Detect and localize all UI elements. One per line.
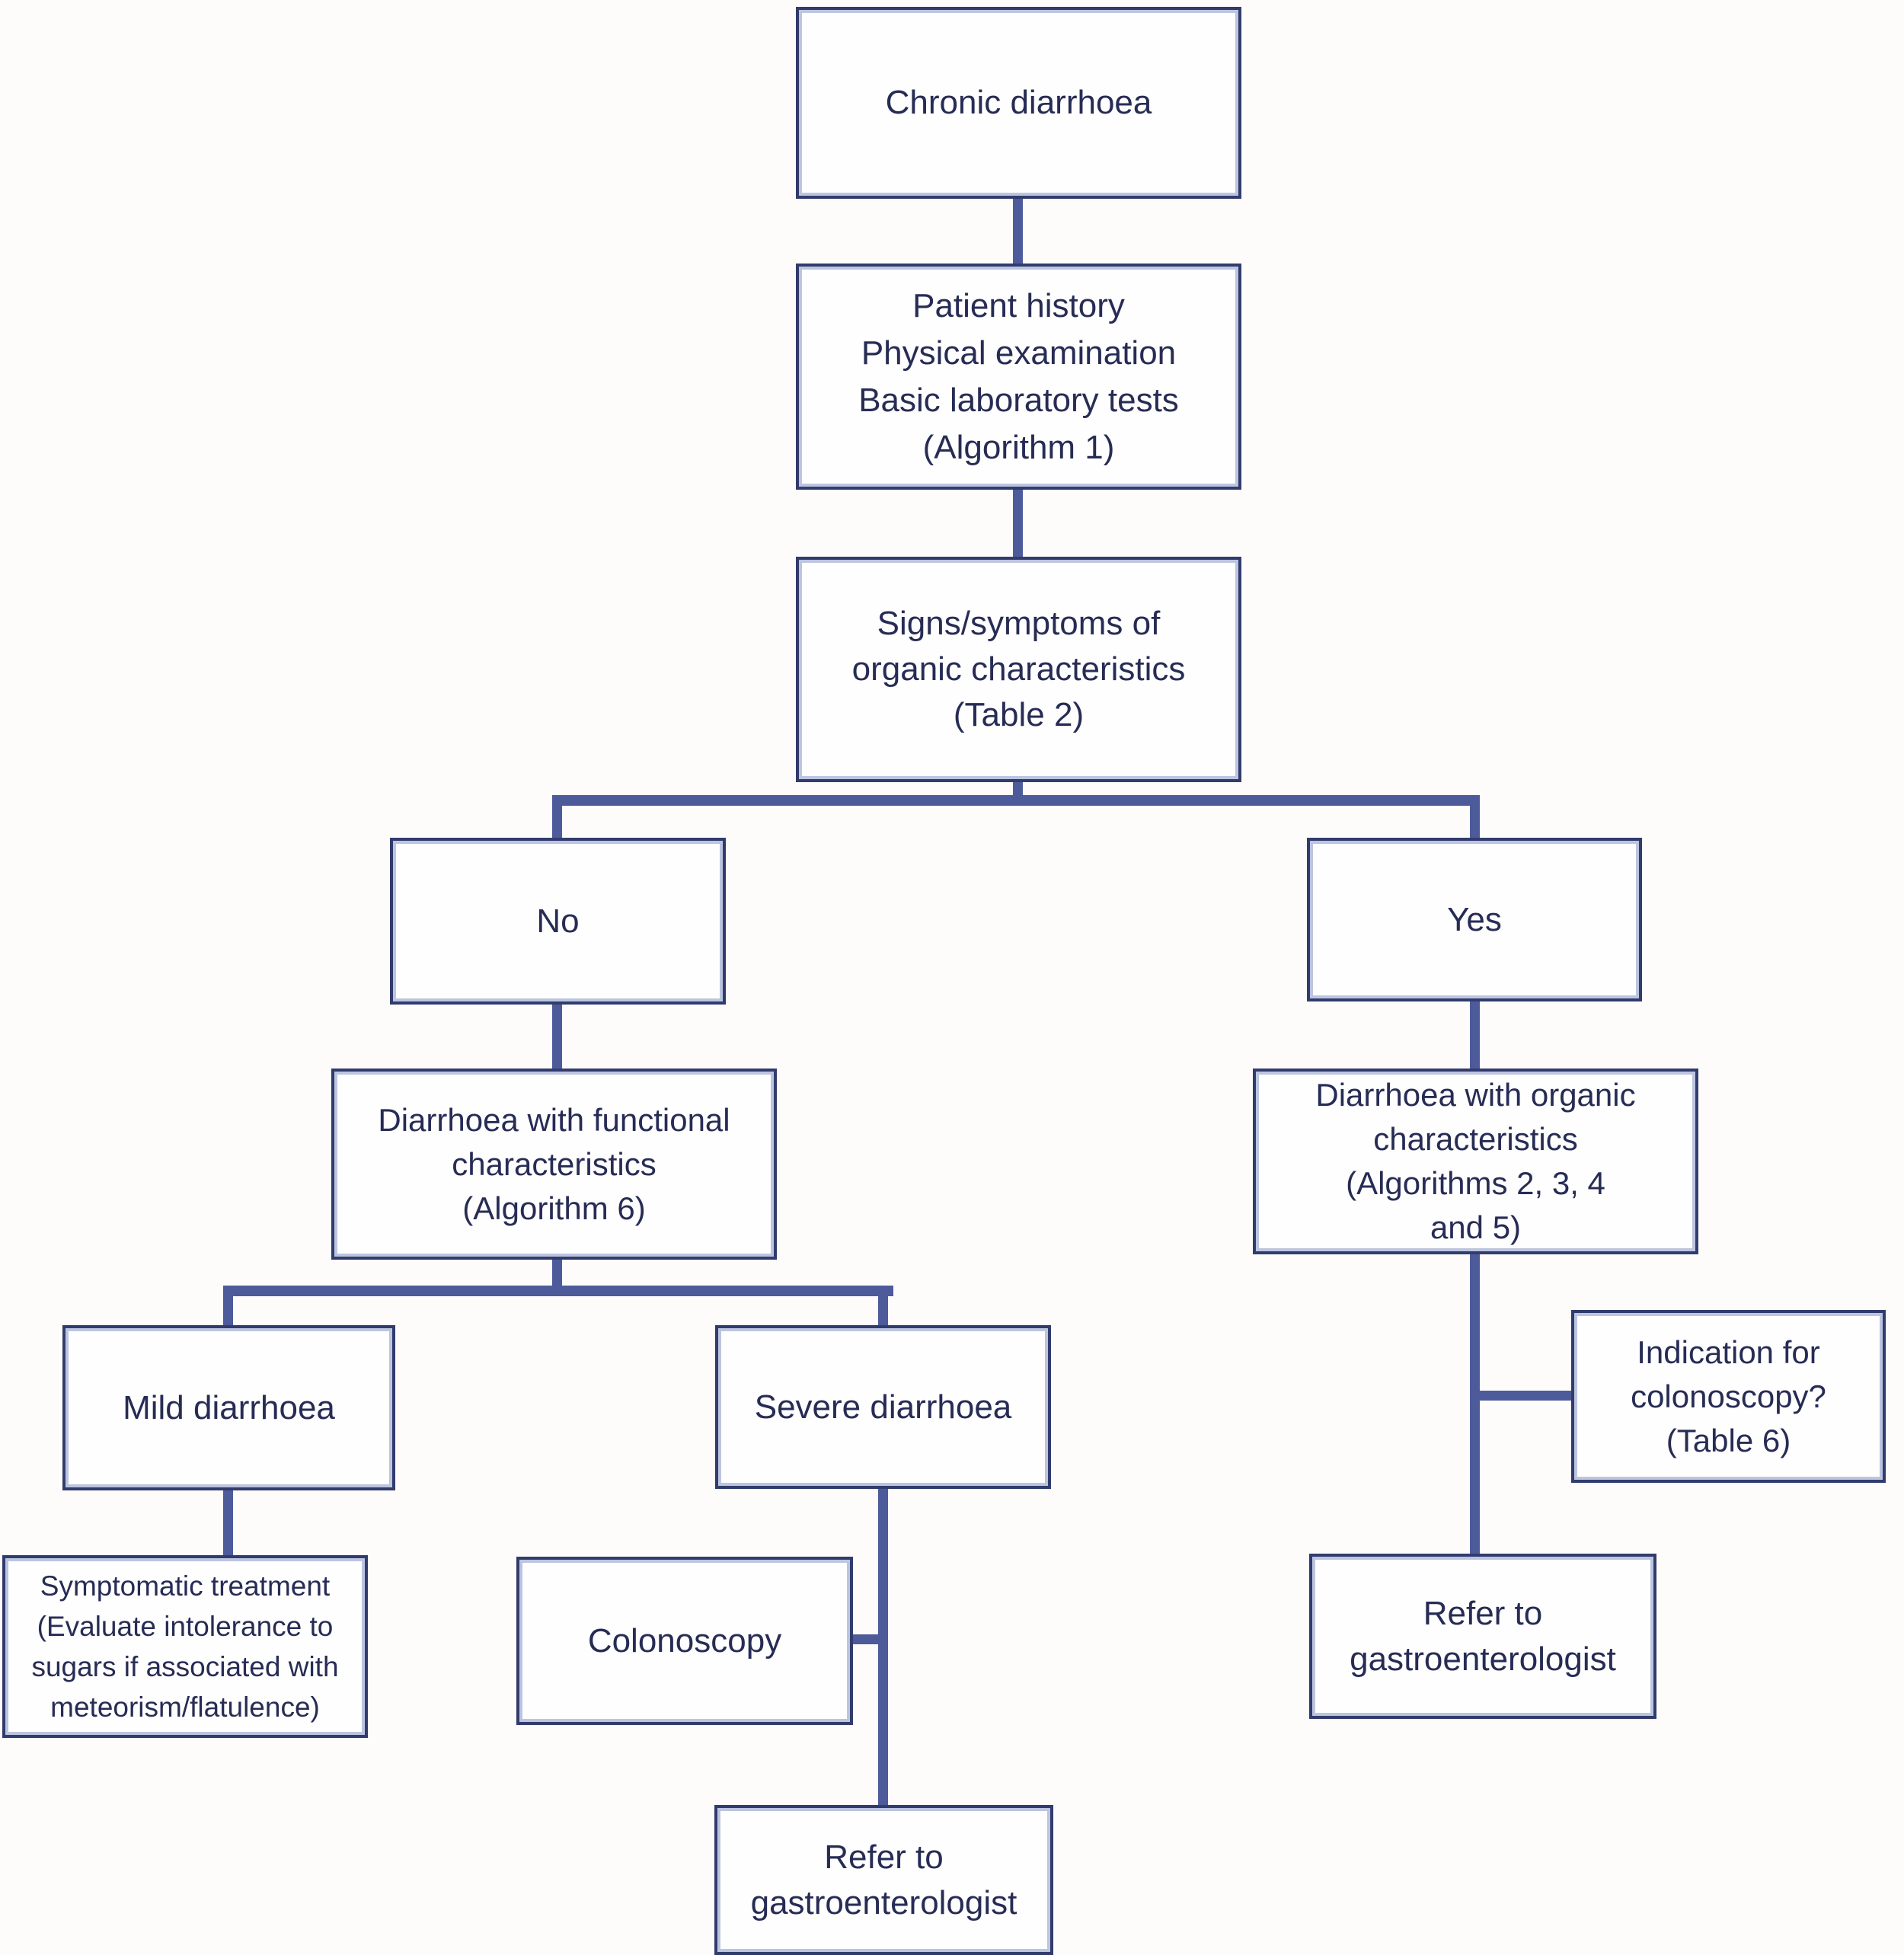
node-signs-symptoms-organic: Signs/symptoms of organic characteristic… [796,557,1241,782]
node-label-line: (Algorithms 2, 3, 4 [1346,1165,1605,1201]
node-label: Mild diarrhoea [123,1388,335,1426]
connector-mild-to-symptomatic [223,1489,233,1558]
node-label: Yes [1447,900,1502,938]
connector-branch-to-mild [223,1291,233,1328]
node-label-line: and 5) [1430,1209,1522,1245]
connector-organic-to-refer [1470,1253,1480,1557]
node-label-line: characteristics [1373,1121,1578,1157]
node-label-line: Refer to [824,1838,944,1876]
node-label: No [536,902,580,940]
connector-yes-to-organic [1470,1000,1480,1072]
node-label-line: Signs/symptoms of [877,605,1161,642]
connector-functional-to-branch [552,1258,562,1292]
node-symptomatic-treatment: Symptomatic treatment (Evaluate intolera… [2,1555,368,1738]
connector-branch-to-no [552,800,562,841]
node-mild-diarrhoea: Mild diarrhoea [62,1325,395,1490]
node-yes: Yes [1307,838,1642,1001]
node-label-line: (Algorithm 1) [922,428,1115,466]
node-label-line: characteristics [452,1145,656,1182]
node-severe-diarrhoea: Severe diarrhoea [715,1325,1051,1489]
connector-branch-mild-severe [223,1286,893,1296]
connector-branch-to-severe [878,1291,888,1328]
node-label-line: Refer to [1423,1594,1543,1632]
connector-chronic-to-workup [1013,197,1023,267]
node-label-line: Physical examination [861,334,1177,372]
node-label-line: gastroenterologist [1350,1640,1616,1678]
connector-workup-to-signs [1013,488,1023,559]
node-label-line: Diarrhoea with organic [1315,1077,1636,1113]
node-refer-gastroenterologist-center: Refer to gastroenterologist [714,1805,1053,1955]
node-label-line: Patient history [912,286,1125,324]
node-label-line: (Algorithm 6) [462,1190,646,1226]
connector-branch-to-yes [1470,800,1480,841]
node-diarrhoea-organic: Diarrhoea with organic characteristics (… [1253,1069,1698,1254]
connector-indication-stub [1476,1391,1573,1401]
connector-branch-no-yes [552,795,1480,806]
node-label-line: meteorism/flatulence) [50,1691,320,1723]
node-label-line: organic characteristics [851,650,1186,688]
node-label-line: sugars if associated with [31,1651,339,1682]
node-refer-gastroenterologist-right: Refer to gastroenterologist [1309,1554,1656,1719]
node-indication-colonoscopy: Indication for colonoscopy? (Table 6) [1571,1310,1886,1483]
connector-severe-to-refer [878,1487,888,1808]
node-label: Severe diarrhoea [754,1388,1012,1426]
node-label: Chronic diarrhoea [885,84,1152,121]
node-label-line: Diarrhoea with functional [378,1101,730,1138]
node-label-line: colonoscopy? [1631,1378,1826,1414]
connector-no-to-functional [552,1003,562,1072]
node-label-line: (Table 6) [1666,1422,1791,1458]
node-colonoscopy: Colonoscopy [516,1557,853,1725]
node-label-line: (Evaluate intolerance to [37,1611,334,1642]
node-diarrhoea-functional: Diarrhoea with functional characteristic… [331,1069,777,1260]
node-initial-workup: Patient history Physical examination Bas… [796,264,1241,490]
node-label-line: Symptomatic treatment [40,1570,331,1602]
connector-colonoscopy-stub [848,1634,883,1644]
node-label-line: (Table 2) [953,696,1085,733]
node-label-line: Basic laboratory tests [858,381,1179,419]
node-label-line: Indication for [1637,1334,1820,1370]
node-chronic-diarrhoea: Chronic diarrhoea [796,7,1241,199]
node-label-line: gastroenterologist [750,1883,1017,1921]
node-label: Colonoscopy [587,1621,782,1660]
node-no: No [390,838,726,1005]
